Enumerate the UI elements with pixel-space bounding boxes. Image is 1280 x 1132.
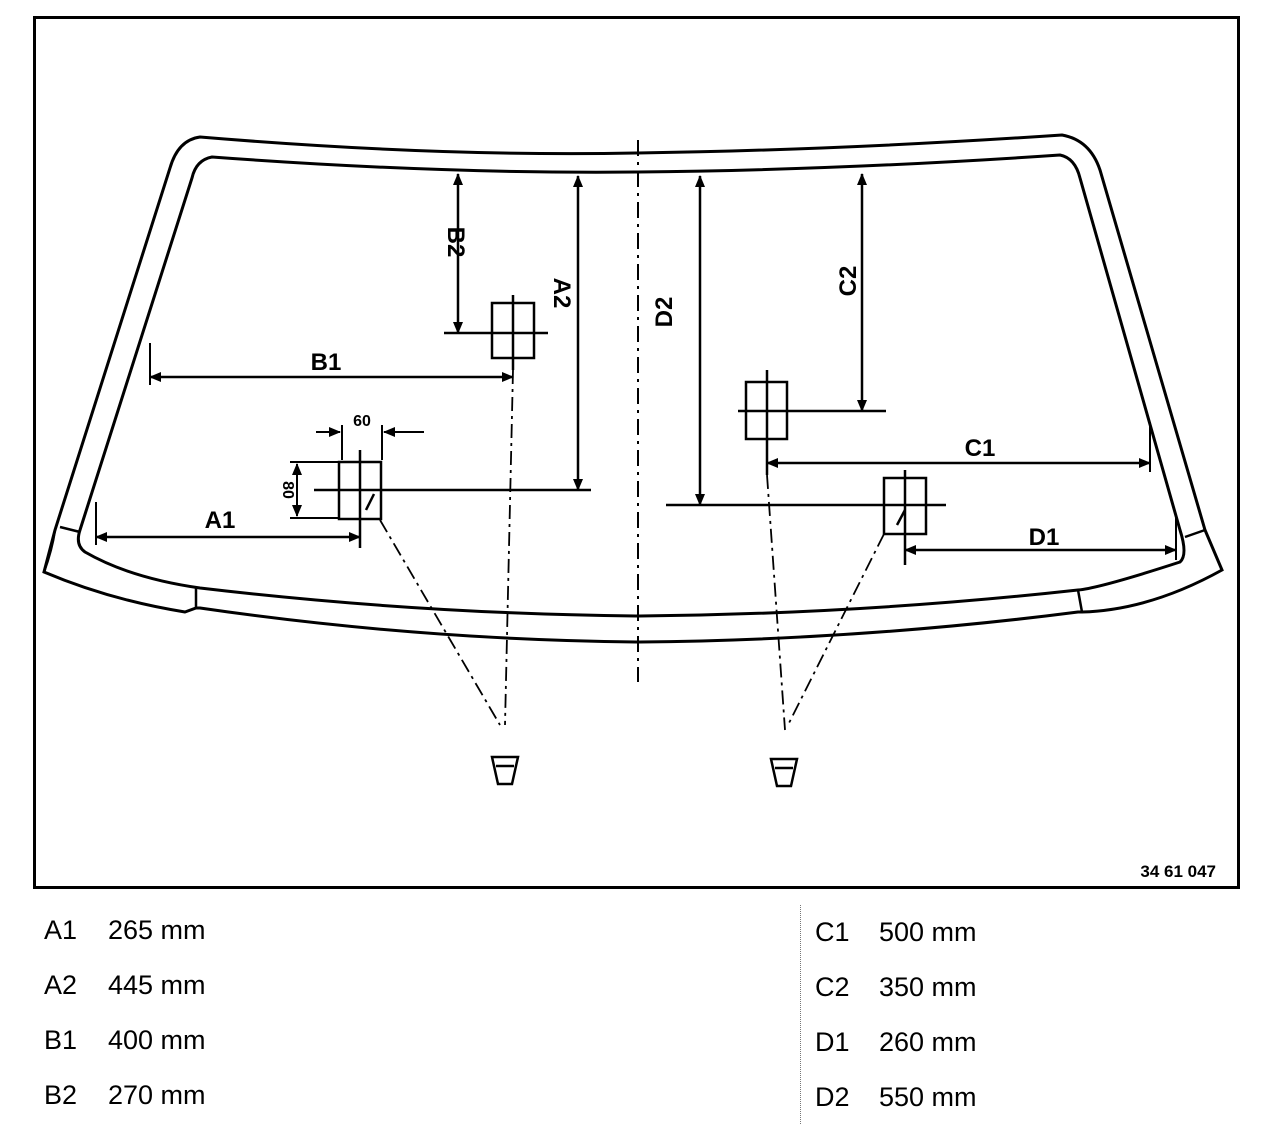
legend-value: 445 mm [108, 970, 206, 1000]
left-nozzle-icon [490, 755, 520, 786]
label-c2: C2 [835, 266, 862, 297]
legend-value: 400 mm [108, 1025, 206, 1055]
dimension-80 [290, 461, 338, 519]
legend-row-a1: A1 265 mm [44, 910, 206, 965]
label-a2: A2 [548, 278, 575, 309]
label-d1: D1 [1029, 524, 1060, 551]
dimension-60 [316, 425, 424, 460]
legend-key: C2 [815, 972, 850, 1002]
legend-right: C1 500 mm C2 350 mm D1 260 mm D2 550 mm [815, 912, 977, 1132]
legend-key: D1 [815, 1027, 850, 1057]
label-b2: B2 [442, 227, 469, 258]
legend-value: 260 mm [879, 1027, 977, 1057]
legend-value: 350 mm [879, 972, 977, 1002]
sensor-box-a [314, 450, 591, 548]
legend-row-d2: D2 550 mm [815, 1077, 977, 1132]
dimension-arrows [95, 173, 1177, 555]
label-d2: D2 [651, 297, 678, 328]
windshield-outer-outline [42, 133, 1224, 644]
legend-key: C1 [815, 917, 850, 947]
legend-key: B1 [44, 1025, 78, 1055]
legend-value: 500 mm [879, 917, 977, 947]
legend-row-c1: C1 500 mm [815, 912, 977, 967]
label-80: 80 [279, 481, 296, 499]
legend-left: A1 265 mm A2 445 mm B1 400 mm B2 270 mm [44, 910, 206, 1130]
legend-value: 270 mm [108, 1080, 206, 1110]
edge-ticks [95, 343, 1177, 560]
label-c1: C1 [965, 435, 996, 462]
legend-row-d1: D1 260 mm [815, 1022, 977, 1077]
legend-value: 550 mm [879, 1082, 977, 1112]
diagram-frame [33, 16, 1240, 889]
legend-row-c2: C2 350 mm [815, 967, 977, 1022]
sensor-box-c [738, 370, 886, 475]
legend-divider [800, 905, 801, 1124]
label-b1: B1 [311, 349, 342, 376]
legend-row-b2: B2 270 mm [44, 1075, 206, 1130]
figure-number: 34 61 047 [1140, 862, 1216, 881]
legend-key: D2 [815, 1082, 850, 1112]
label-a1: A1 [205, 507, 236, 534]
sensor-box-d [666, 470, 946, 565]
lower-right-corner [1076, 528, 1206, 613]
legend-row-b1: B1 400 mm [44, 1020, 206, 1075]
nozzle-lines [379, 369, 885, 731]
sensor-box-b [444, 295, 548, 370]
legend-value: 265 mm [108, 915, 206, 945]
legend-key: B2 [44, 1080, 78, 1110]
legend-row-a2: A2 445 mm [44, 965, 206, 1020]
lower-left-corner [42, 525, 198, 608]
legend-key: A1 [44, 915, 78, 945]
right-nozzle-icon [769, 757, 799, 788]
label-60: 60 [353, 413, 371, 430]
windshield-inner-outline [76, 153, 1186, 618]
windshield-diagram: B2 A2 D2 C2 B1 A1 C1 D1 60 80 34 61 047 [42, 133, 1224, 881]
legend-key: A2 [44, 970, 78, 1000]
